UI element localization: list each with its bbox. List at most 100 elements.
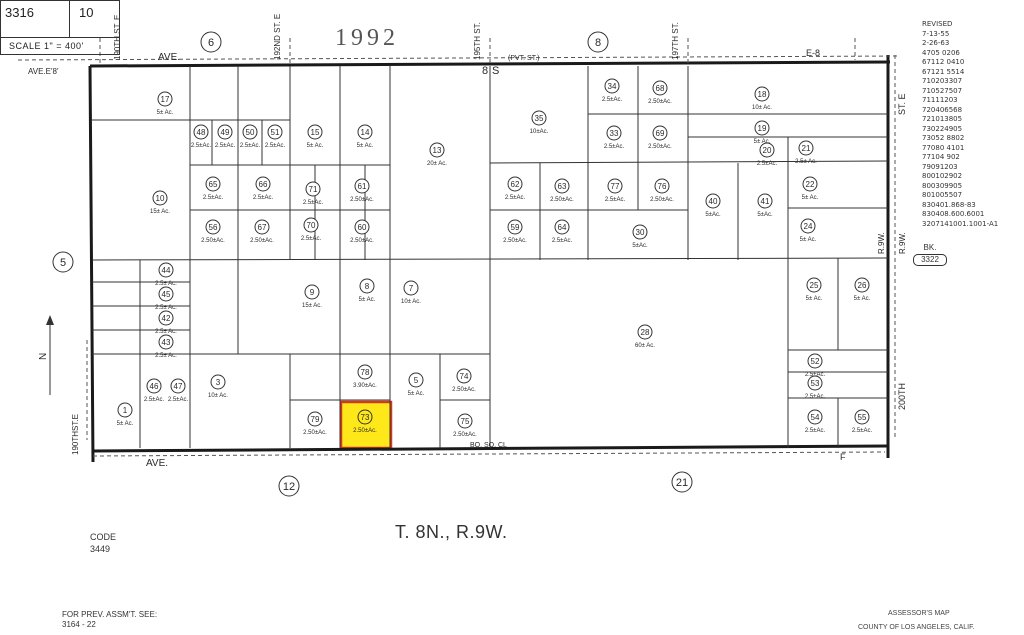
parcel-41[interactable]: 415±Ac.: [757, 193, 773, 218]
parcel-number: 77: [611, 182, 620, 191]
adjacent-s-left: 12: [283, 481, 295, 493]
prev-assessment: FOR PREV. ASSM'T. SEE: 3164 - 22: [62, 610, 157, 630]
parcel-14[interactable]: 145± Ac.: [357, 124, 374, 149]
parcel-acreage: 5± Ac.: [800, 237, 817, 243]
parcel-9[interactable]: 915± Ac.: [302, 284, 322, 309]
parcel-65[interactable]: 652.5±Ac.: [203, 176, 224, 201]
parcel-43[interactable]: 432.5± Ac.: [155, 334, 177, 359]
parcel-acreage: 2.5±Ac.: [505, 195, 526, 201]
parcel-42[interactable]: 422.5± Ac.: [155, 310, 177, 335]
parcel-number: 63: [558, 182, 567, 191]
parcel-acreage: 2.50±Ac.: [453, 432, 477, 438]
revision-entry: 2-26-63: [922, 39, 950, 47]
st-e-right: ST. E: [897, 93, 907, 115]
parcel-40[interactable]: 405±Ac.: [705, 193, 721, 218]
parcel-34[interactable]: 342.5±Ac.: [602, 78, 623, 103]
parcel-25[interactable]: 255± Ac.: [806, 277, 823, 302]
parcel-number: 43: [162, 338, 171, 347]
parcel-33[interactable]: 332.5±Ac.: [604, 125, 625, 150]
parcel-number: 51: [271, 128, 280, 137]
parcel-number: 7: [409, 284, 414, 293]
parcel-47[interactable]: 472.5±Ac.: [168, 378, 189, 403]
parcel-30[interactable]: 305±Ac.: [632, 224, 648, 249]
parcel-70[interactable]: 702.5±Ac.: [301, 217, 322, 242]
book-ref-label: BK.: [923, 243, 937, 252]
parcel-73[interactable]: 732.50±Ac.: [353, 409, 377, 434]
parcel-74[interactable]: 742.50±Ac.: [452, 368, 476, 393]
parcel-15[interactable]: 155± Ac.: [307, 124, 324, 149]
parcel-number-circle: [554, 178, 570, 194]
parcel-acreage: 2.5±Ac.: [240, 143, 261, 149]
parcel-71[interactable]: 712.5±Ac.: [303, 181, 324, 206]
parcel-24[interactable]: 245± Ac.: [800, 218, 817, 243]
scale-label: SCALE 1" = 400': [9, 41, 84, 51]
parcel-7[interactable]: 710± Ac.: [401, 280, 421, 305]
parcel-77[interactable]: 772.5±Ac.: [605, 178, 626, 203]
parcel-63[interactable]: 632.50±Ac.: [550, 178, 574, 203]
parcel-5[interactable]: 55± Ac.: [408, 372, 425, 397]
parcel-67[interactable]: 672.50±Ac.: [250, 219, 274, 244]
parcel-59[interactable]: 592.50±Ac.: [503, 219, 527, 244]
parcel-56[interactable]: 562.50±Ac.: [201, 219, 225, 244]
parcel-61[interactable]: 612.50±Ac.: [350, 178, 374, 203]
parcel-number-circle: [408, 372, 424, 388]
parcel-55[interactable]: 552.5±Ac.: [852, 409, 873, 434]
parcel-53[interactable]: 532.5±Ac.: [805, 375, 826, 400]
parcel-number-circle: [632, 224, 648, 240]
map-book-box: 3316 10 SCALE 1" = 400': [0, 0, 120, 55]
parcel-45[interactable]: 452.5± Ac.: [155, 286, 177, 311]
parcel-49[interactable]: 492.5±Ac.: [215, 124, 236, 149]
parcel-26[interactable]: 265± Ac.: [854, 277, 871, 302]
parcel-number: 47: [174, 382, 183, 391]
parcel-1[interactable]: 15± Ac.: [117, 402, 134, 427]
revision-entry: 721013805: [922, 115, 963, 123]
parcel-acreage: 5± Ac.: [357, 143, 374, 149]
parcel-19[interactable]: 195± Ac.: [754, 120, 771, 145]
parcel-68[interactable]: 682.50±Ac.: [648, 80, 672, 105]
parcel-46[interactable]: 462.5±Ac.: [144, 378, 165, 403]
parcel-acreage: 2.50±Ac.: [201, 238, 225, 244]
parcel-acreage: 5± Ac.: [802, 195, 819, 201]
parcel-number: 45: [162, 290, 171, 299]
parcel-number-circle: [307, 124, 323, 140]
parcel-acreage: 5± Ac.: [307, 143, 324, 149]
prev-label: FOR PREV. ASSM'T. SEE:: [62, 610, 158, 619]
parcel-54[interactable]: 542.5±Ac.: [805, 409, 826, 434]
highlighted-parcel[interactable]: [339, 400, 393, 450]
parcel-number: 67: [258, 223, 267, 232]
parcel-22[interactable]: 225± Ac.: [802, 176, 819, 201]
parcel-76[interactable]: 762.50±Ac.: [650, 178, 674, 203]
parcel-79[interactable]: 792.50±Ac.: [303, 411, 327, 436]
parcel-51[interactable]: 512.5±Ac.: [265, 124, 286, 149]
parcel-number-circle: [604, 78, 620, 94]
parcel-60[interactable]: 602.50±Ac.: [350, 219, 374, 244]
parcel-8[interactable]: 85± Ac.: [359, 278, 376, 303]
parcel-69[interactable]: 692.50±Ac.: [648, 125, 672, 150]
parcel-3[interactable]: 310± Ac.: [208, 374, 228, 399]
parcel-number: 79: [311, 415, 320, 424]
parcel-48[interactable]: 482.5±Ac.: [191, 124, 212, 149]
parcel-acreage: 2.50±Ac.: [648, 144, 672, 150]
parcel-acreage: 10± Ac.: [752, 105, 772, 111]
parcel-66[interactable]: 662.5±Ac.: [253, 176, 274, 201]
parcel-64[interactable]: 642.5±Ac.: [552, 219, 573, 244]
parcel-number-circle: [193, 124, 209, 140]
parcel-20[interactable]: 202.5±Ac.: [757, 142, 778, 167]
parcel-acreage: 2.5±Ac.: [805, 372, 826, 378]
parcel-52[interactable]: 522.5±Ac.: [805, 353, 826, 378]
parcel-44[interactable]: 442.5± Ac.: [155, 262, 177, 287]
parcel-number-circle: [304, 284, 320, 300]
parcel-50[interactable]: 502.5±Ac.: [240, 124, 261, 149]
parcel-number-circle: [354, 219, 370, 235]
parcel-78[interactable]: 783.90±Ac.: [353, 364, 377, 389]
parcel-17[interactable]: 175± Ac.: [157, 91, 174, 116]
parcel-62[interactable]: 622.5±Ac.: [505, 176, 526, 201]
parcel-75[interactable]: 752.50±Ac.: [453, 413, 477, 438]
adjacent-map-numbers: 6 8 5 12 21: [52, 31, 693, 497]
parcel-21[interactable]: 212.5± Ac.: [795, 140, 817, 165]
